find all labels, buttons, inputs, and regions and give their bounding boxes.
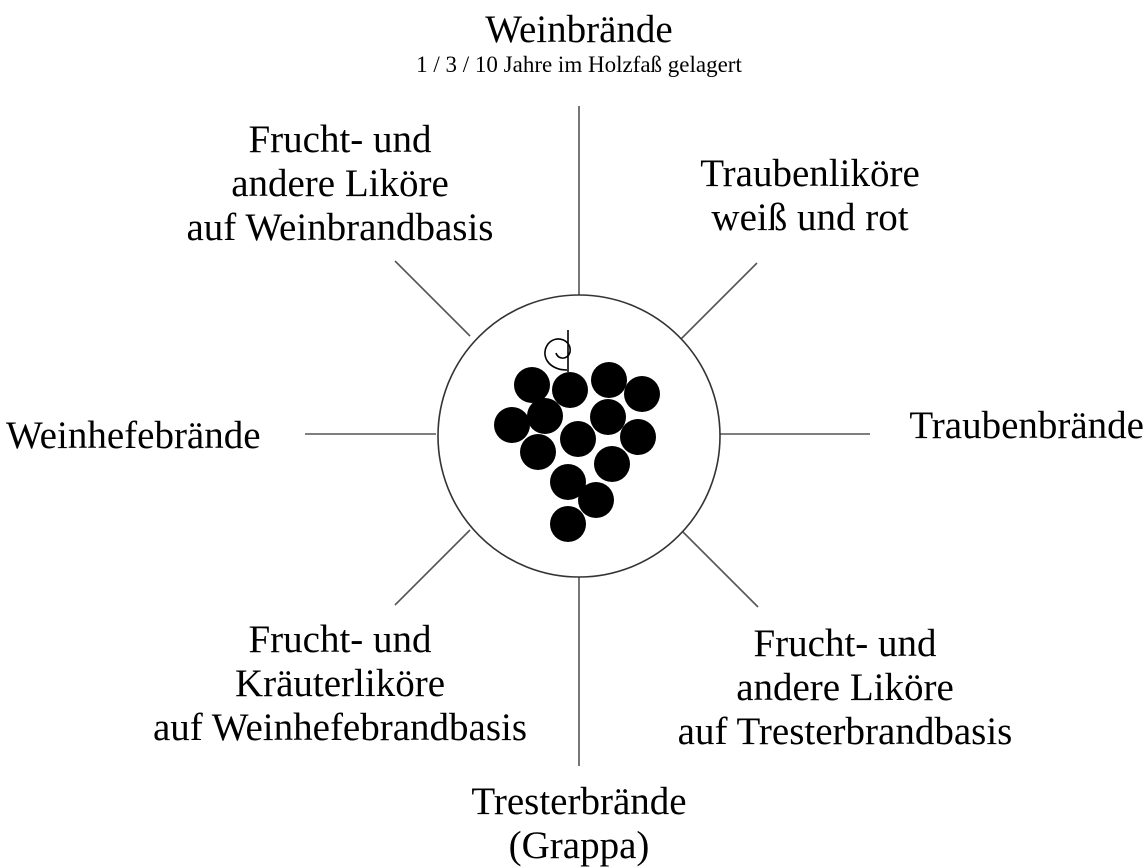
label-line: Traubenbrände xyxy=(909,404,1144,447)
label-line: Frucht- und xyxy=(753,622,937,665)
spoke-top-right xyxy=(679,262,758,341)
label-line: Tresterbrände xyxy=(471,780,687,823)
label-top-title: Weinbrände xyxy=(485,8,673,51)
label-line: Frucht- und xyxy=(248,618,432,661)
label-bottom-right: Frucht- und andere Liköre auf Tresterbra… xyxy=(660,622,1030,754)
label-line: auf Weinbrandbasis xyxy=(186,206,494,249)
label-line: weiß und rot xyxy=(711,196,909,239)
label-line: (Grappa) xyxy=(508,824,650,867)
label-line: Traubenliköre xyxy=(700,152,920,195)
label-line: auf Weinhefebrandbasis xyxy=(152,706,528,749)
label-top: Weinbrände 1 / 3 / 10 Jahre im Holzfaß g… xyxy=(379,8,779,78)
grape-cluster-icon xyxy=(494,330,660,542)
label-top-subtitle: 1 / 3 / 10 Jahre im Holzfaß gelagert xyxy=(416,52,742,77)
label-top-left: Frucht- und andere Liköre auf Weinbrandb… xyxy=(120,118,560,250)
label-line: Frucht- und xyxy=(248,118,432,161)
spoke-bottom-left xyxy=(394,529,471,606)
spoke-bottom-right xyxy=(682,531,759,608)
label-bottom-left: Frucht- und Kräuterliköre auf Weinhefebr… xyxy=(120,618,560,750)
label-line: Weinhefebrände xyxy=(6,414,261,457)
label-right: Traubenbrände xyxy=(870,404,1144,448)
label-line: auf Tresterbrandbasis xyxy=(677,710,1013,753)
label-left: Weinhefebrände xyxy=(6,414,290,458)
label-line: andere Liköre xyxy=(736,666,954,709)
label-top-right: Traubenliköre weiß und rot xyxy=(660,152,960,240)
spoke-top-left xyxy=(394,260,471,337)
label-line: Kräuterliköre xyxy=(234,662,446,705)
label-line: andere Liköre xyxy=(231,162,449,205)
label-bottom: Tresterbrände (Grappa) xyxy=(429,780,729,868)
